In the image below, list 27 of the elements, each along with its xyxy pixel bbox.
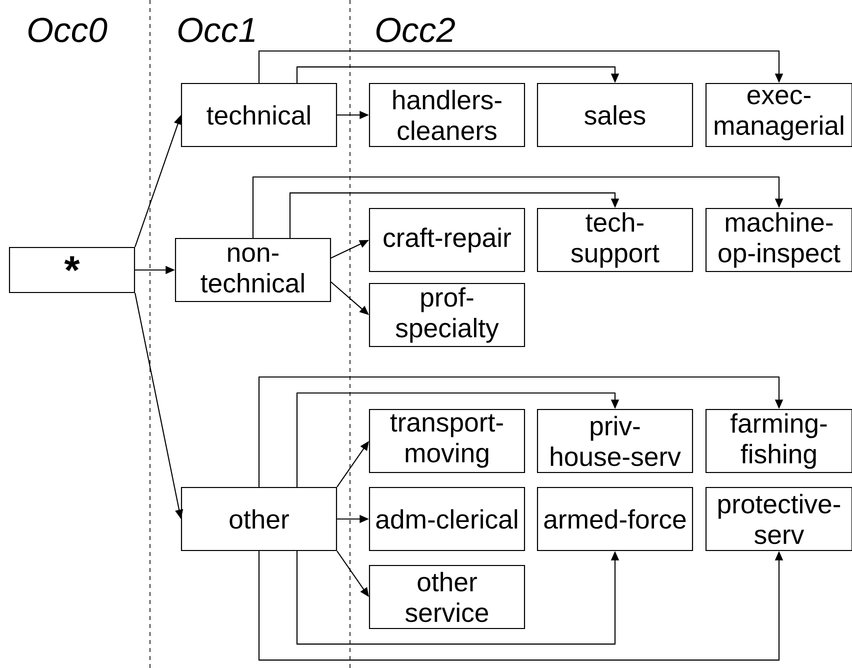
category-box: priv-house-serv <box>536 408 694 474</box>
category-box: handlers-cleaners <box>368 82 526 148</box>
category-box: adm-clerical <box>368 486 526 552</box>
column-heading: Occ0 <box>28 18 108 42</box>
category-box: farming-fishing <box>705 408 852 474</box>
category-box: machine-op-inspect <box>705 208 852 272</box>
category-box: armed-force <box>536 486 694 552</box>
category-box: prof-specialty <box>368 282 526 348</box>
root-box: * <box>8 246 136 294</box>
category-box: craft-repair <box>368 208 526 272</box>
arrow <box>252 176 784 238</box>
category-box: non-technical <box>174 238 332 302</box>
category-box: tech-support <box>536 208 694 272</box>
arrow <box>296 66 620 83</box>
arrow <box>258 50 784 83</box>
category-box: protective-serv <box>705 486 852 552</box>
column-heading: Occ2 <box>376 18 455 42</box>
category-box: technical <box>180 82 338 148</box>
category-box: exec-managerial <box>705 82 852 148</box>
arrow <box>289 192 620 238</box>
arrow <box>258 376 784 487</box>
category-box: transport-moving <box>368 408 526 474</box>
category-box: other service <box>368 564 526 630</box>
arrow <box>296 392 620 487</box>
category-box: sales <box>536 82 694 148</box>
category-box: other <box>180 486 338 552</box>
column-heading: Occ1 <box>178 18 255 42</box>
